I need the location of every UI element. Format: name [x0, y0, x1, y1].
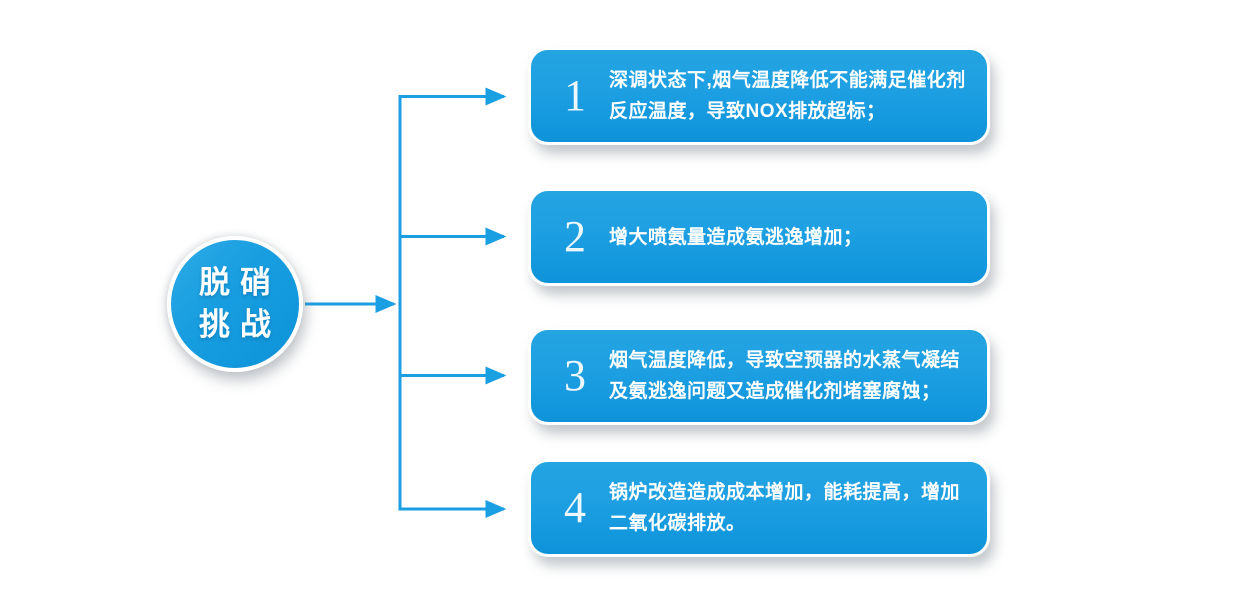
card-text-4: 锅炉改造造成成本增加，能耗提高，增加 二氧化碳排放。 — [609, 482, 961, 534]
card-number-3: 3 — [564, 351, 586, 400]
challenge-card-1: 1 深调状态下,烟气温度降低不能满足催化剂 反应温度，导致NOX排放超标； — [528, 47, 990, 145]
card-text-1: 深调状态下,烟气温度降低不能满足催化剂 反应温度，导致NOX排放超标； — [609, 70, 966, 122]
hub-label: 脱硝 挑战 — [199, 265, 281, 342]
card-text-2: 增大喷氨量造成氨逃逸增加； — [609, 226, 863, 248]
card-text-3: 烟气温度降低，导致空预器的水蒸气凝结 及氨逃逸问题又造成催化剂堵塞腐蚀； — [609, 350, 961, 402]
card-number-1: 1 — [564, 71, 586, 120]
challenge-card-2: 2 增大喷氨量造成氨逃逸增加； — [528, 188, 990, 286]
card-number-2: 2 — [564, 212, 586, 261]
challenge-card-3: 3 烟气温度降低，导致空预器的水蒸气凝结 及氨逃逸问题又造成催化剂堵塞腐蚀； — [528, 327, 990, 425]
challenge-card-4: 4 锅炉改造造成成本增加，能耗提高，增加 二氧化碳排放。 — [528, 459, 990, 557]
hub-circle-denitrification-challenge: 脱硝 挑战 — [167, 236, 303, 372]
card-number-4: 4 — [564, 483, 586, 532]
